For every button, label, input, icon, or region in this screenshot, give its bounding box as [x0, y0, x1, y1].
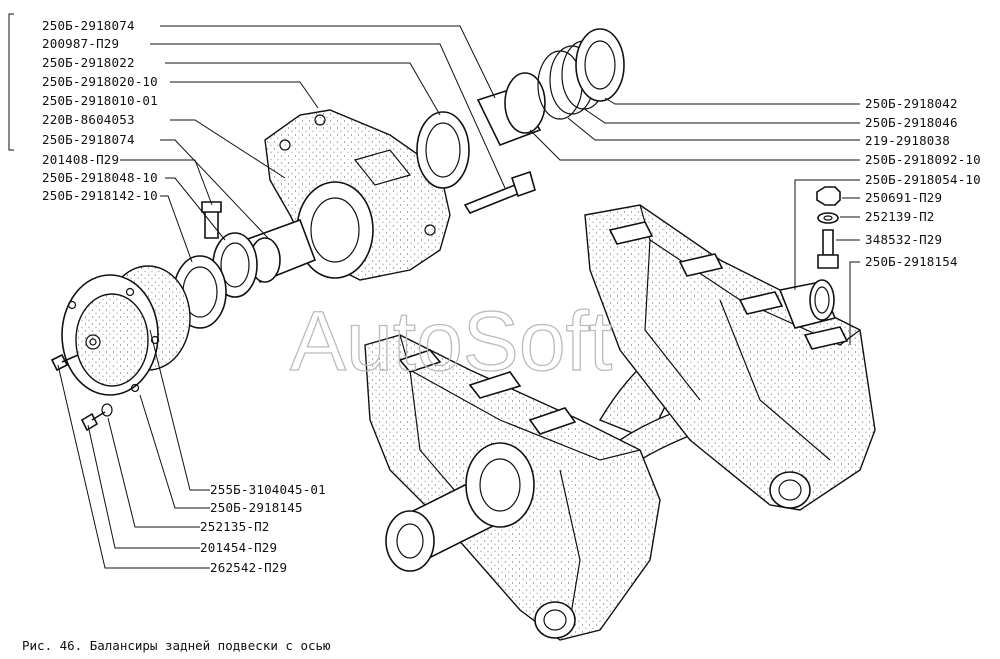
- right-labels: 250Б-2918042 250Б-2918046 219-2918038 25…: [865, 96, 981, 269]
- part-label: 250Б-2918010-01: [42, 93, 158, 108]
- part-label: 250Б-2918054-10: [865, 172, 981, 187]
- part-label: 250Б-2918042: [865, 96, 958, 111]
- part-label: 262542-П29: [210, 560, 287, 575]
- fastener-stack: [816, 186, 841, 269]
- part-label: 250Б-2918142-10: [42, 188, 158, 203]
- part-label: 250Б-2918046: [865, 115, 958, 130]
- inner-bearing-parts: [173, 201, 317, 329]
- part-label: 250Б-2918074: [42, 132, 135, 147]
- bottom-labels: 255Б-3104045-01 250Б-2918145 252135-П2 2…: [200, 482, 326, 575]
- hub-cover: [50, 265, 191, 432]
- group-bracket: [8, 13, 14, 151]
- rear-axle-assembly: [364, 204, 876, 641]
- left-labels: 250Б-2918074 200987-П29 250Б-2918022 250…: [42, 18, 158, 203]
- part-label: 250Б-2918022: [42, 55, 135, 70]
- part-label: 219-2918038: [865, 133, 950, 148]
- balancer-hub-assembly: [264, 28, 625, 281]
- part-label: 250Б-2918092-10: [865, 152, 981, 167]
- part-label: 252135-П2: [200, 519, 270, 534]
- part-label: 201408-П29: [42, 152, 119, 167]
- part-label: 220В-8604053: [42, 112, 135, 127]
- part-label: 250Б-2918145: [210, 500, 303, 515]
- leader-lines: [57, 25, 860, 569]
- part-label: 201454-П29: [200, 540, 277, 555]
- figure-caption: Рис. 46. Балансиры задней подвески с ось…: [22, 638, 331, 653]
- part-label: 250691-П29: [865, 190, 942, 205]
- part-label: 250Б-2918048-10: [42, 170, 158, 185]
- part-label: 200987-П29: [42, 36, 119, 51]
- part-label: 250Б-2918074: [42, 18, 135, 33]
- part-label: 348532-П29: [865, 232, 942, 247]
- watermark-text: AutoSoft: [290, 294, 612, 388]
- part-label: 255Б-3104045-01: [210, 482, 326, 497]
- part-label: 250Б-2918154: [865, 254, 958, 269]
- part-label: 252139-П2: [865, 209, 935, 224]
- part-label: 250Б-2918020-10: [42, 74, 158, 89]
